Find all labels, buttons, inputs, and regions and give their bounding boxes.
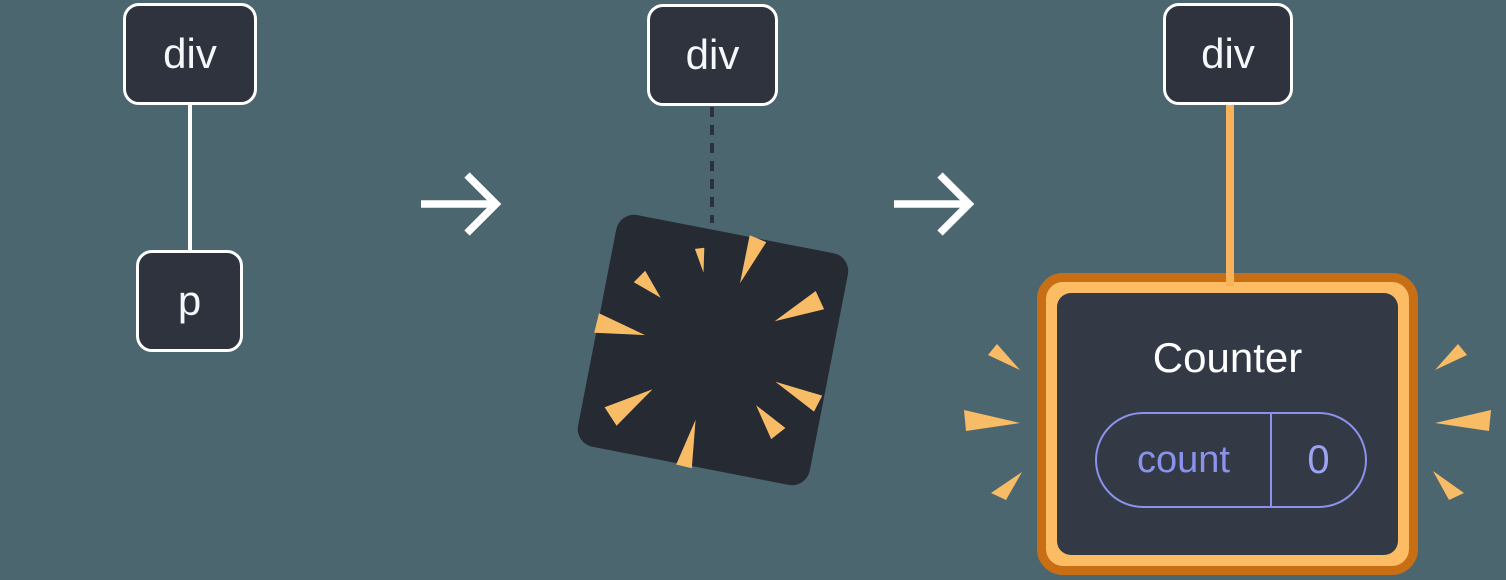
dom-node-div-3: div [1163,3,1293,105]
counter-component-body: Counter count 0 [1057,293,1398,555]
detached-edge [710,107,714,223]
destroyed-node-square [574,211,852,489]
dom-node-label: div [1201,30,1255,77]
tree-edge [188,104,192,252]
state-value: 0 [1307,437,1330,482]
dom-node-div-2: div [647,4,778,106]
dom-node-div-1: div [123,3,257,105]
arrow-right-icon [464,172,502,236]
state-pill: count 0 [1095,412,1367,508]
dom-node-p: p [136,250,243,352]
dom-node-label: div [163,30,217,77]
component-title: Counter [1152,334,1303,381]
counter-component-box: Counter count 0 [1037,273,1418,575]
dom-node-label: div [685,31,740,78]
active-edge [1226,105,1234,286]
state-key: count [1097,414,1272,506]
dom-node-label: p [177,277,202,324]
arrow-right-icon [937,172,975,236]
